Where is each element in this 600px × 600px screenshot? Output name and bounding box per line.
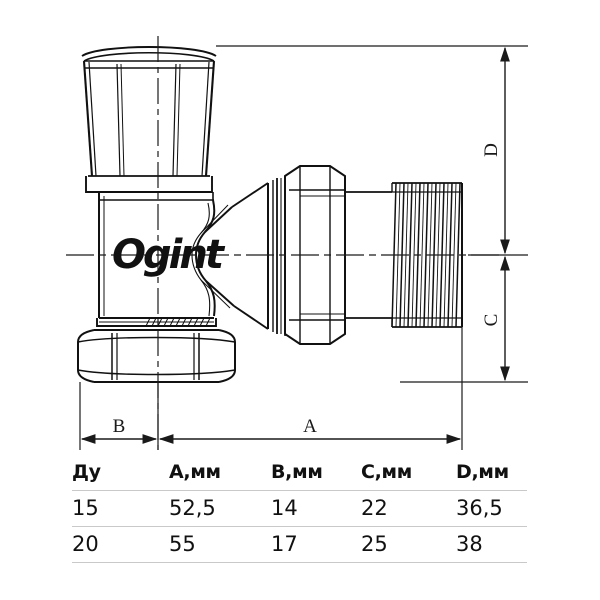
dim-label-b: B <box>113 416 126 437</box>
cell-a: 55 <box>169 526 271 563</box>
table-row: 15 52,5 14 22 36,5 <box>72 490 527 527</box>
brand-logo: Ogint <box>112 232 226 278</box>
cell-du: 15 <box>72 490 169 527</box>
dim-label-a: A <box>303 416 317 437</box>
dim-label-c: C <box>481 314 502 327</box>
col-header-d: D,мм <box>456 461 509 483</box>
cell-c: 25 <box>361 526 456 563</box>
dimensions-table-wrapper: Ду А,мм В,мм С,мм D,мм 15 52,5 14 22 36,… <box>0 455 600 600</box>
table-header-row: Ду А,мм В,мм С,мм D,мм <box>72 455 527 491</box>
bottom-hex-nut <box>77 329 236 383</box>
cell-du: 20 <box>72 526 169 563</box>
col-header-b: В,мм <box>271 461 323 483</box>
valve-technical-drawing: B A D C Ogint <box>66 36 528 450</box>
dim-label-d: D <box>481 143 502 157</box>
cell-d: 36,5 <box>456 490 527 527</box>
dimension-lines <box>79 45 528 450</box>
cell-a: 52,5 <box>169 490 271 527</box>
handle-knob <box>81 46 217 193</box>
col-header-c: С,мм <box>361 461 413 483</box>
cell-b: 17 <box>271 526 361 563</box>
centerlines <box>66 36 500 450</box>
cell-b: 14 <box>271 490 361 527</box>
valve-drawing-svg: B A D C Ogint <box>66 36 528 450</box>
cell-d: 38 <box>456 526 527 563</box>
table-row: 20 55 17 25 38 <box>72 526 527 563</box>
col-header-a: А,мм <box>169 461 221 483</box>
dimensions-table: Ду А,мм В,мм С,мм D,мм 15 52,5 14 22 36,… <box>72 455 527 563</box>
col-header-du: Ду <box>72 461 101 483</box>
flange-hatching <box>145 317 211 327</box>
cell-c: 22 <box>361 490 456 527</box>
